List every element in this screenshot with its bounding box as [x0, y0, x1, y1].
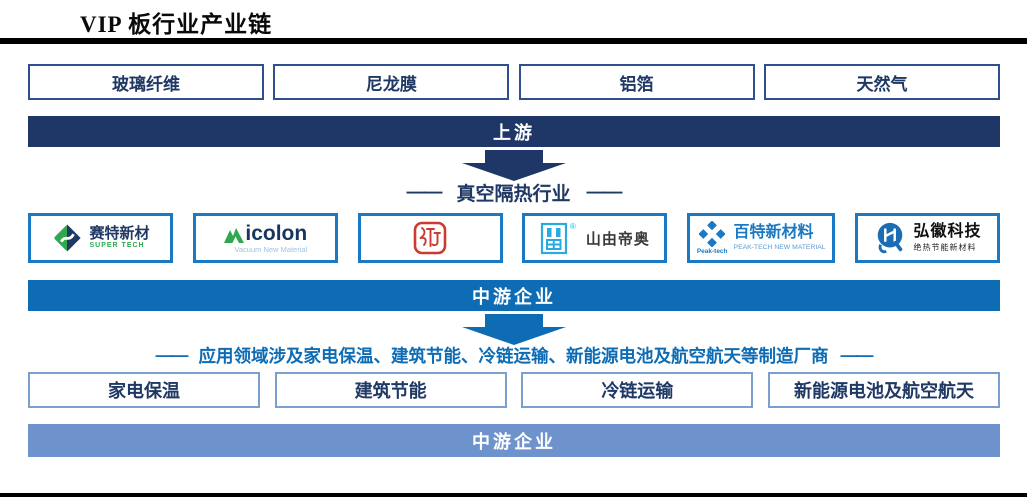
- company-saite-logo-box: 赛特新材 SUPER TECH: [28, 213, 173, 263]
- peaktech-diamond-icon: [699, 221, 726, 247]
- bottom-rule: [0, 493, 1027, 497]
- peaktech-text-col: 百特新材料 PEAK-TECH NEW MATERIAL: [734, 224, 826, 251]
- company-subtitle: Vacuum New Material: [234, 244, 308, 254]
- micolon-text-col: icolon Vacuum New Material: [223, 223, 307, 254]
- company-honghui-logo-box: 弘徽科技 绝热节能新材料: [854, 213, 1000, 263]
- honghui-text-col: 弘徽科技 绝热节能新材料: [913, 223, 981, 252]
- company-micolon-logo-box: icolon Vacuum New Material: [192, 213, 338, 263]
- hq-circle-icon: [878, 222, 903, 254]
- section-label-text: 真空隔热行业: [456, 184, 571, 205]
- applications-section-label: —— 应用领域涉及家电保温、建筑节能、冷链运输、新能源电池及航空航天等制造厂商 …: [0, 343, 1027, 368]
- supertech-diamond-icon: [54, 224, 82, 252]
- application-box: 家电保温: [28, 372, 260, 408]
- company-name: 弘徽科技: [913, 223, 982, 241]
- application-box: 建筑节能: [274, 372, 507, 408]
- midstream-bar: 中游企业: [28, 280, 1000, 311]
- arrow-head: [461, 327, 566, 345]
- application-box: 冷链运输: [521, 372, 754, 408]
- saite-text-col: 赛特新材 SUPER TECH: [89, 224, 150, 250]
- micolon-wordmark: icolon: [223, 223, 307, 244]
- materials-row: 玻璃纤维 尼龙膜 铝箔 天然气: [28, 64, 1000, 100]
- section-label-text: 应用领域涉及家电保温、建筑节能、冷链运输、新能源电池及航空航天等制造厂商: [198, 346, 829, 366]
- arrow-stem: [484, 150, 543, 163]
- company-name: 百特新材料: [733, 224, 814, 242]
- dash-right: ——: [840, 345, 874, 365]
- arrow-head: [461, 163, 566, 181]
- material-box: 天然气: [763, 64, 1000, 100]
- down-arrow-icon: [461, 314, 566, 345]
- material-box: 玻璃纤维: [28, 64, 264, 100]
- micolon-m-icon: [224, 227, 245, 243]
- downstream-bar: 中游企业: [28, 424, 1000, 457]
- material-box: 尼龙膜: [273, 64, 510, 100]
- company-subtitle: SUPER TECH: [89, 242, 145, 250]
- company-name: 山由帝奥: [585, 230, 650, 248]
- dash-left: ——: [406, 181, 442, 203]
- dash-right: ——: [586, 181, 623, 203]
- vacuum-insulation-section-label: —— 真空隔热行业 ——: [0, 179, 1027, 206]
- down-arrow-icon: [461, 150, 566, 181]
- company-subtitle: 绝热节能新材料: [913, 242, 977, 252]
- page-title: VIP 板行业产业链: [80, 12, 273, 37]
- peaktech-icon-col: Peak-tech: [697, 221, 728, 255]
- company-shanyou-logo-box: ® 山由帝奥: [522, 213, 668, 263]
- dash-left: ——: [155, 345, 189, 365]
- red-seal-icon: [413, 221, 447, 255]
- material-box: 铝箔: [518, 64, 755, 100]
- company-peaktech-logo-box: Peak-tech 百特新材料 PEAK-TECH NEW MATERIAL: [687, 213, 836, 263]
- icon-caption: Peak-tech: [696, 248, 728, 255]
- applications-row: 家电保温 建筑节能 冷链运输 新能源电池及航空航天: [28, 372, 1000, 408]
- company-name: icolon: [245, 221, 308, 245]
- company-red-seal-logo-box: [357, 213, 503, 263]
- arrow-stem: [484, 314, 543, 327]
- registered-trademark-mark: ®: [569, 221, 576, 231]
- shanyou-square-icon: [540, 222, 568, 255]
- title-divider-rule: [0, 38, 1027, 44]
- company-subtitle: PEAK-TECH NEW MATERIAL: [733, 244, 826, 252]
- application-box: 新能源电池及航空航天: [767, 372, 1000, 408]
- company-name: 赛特新材: [89, 224, 150, 242]
- upstream-bar: 上游: [28, 116, 1000, 147]
- companies-row: 赛特新材 SUPER TECH icolon Vacuum New Materi…: [28, 213, 1000, 263]
